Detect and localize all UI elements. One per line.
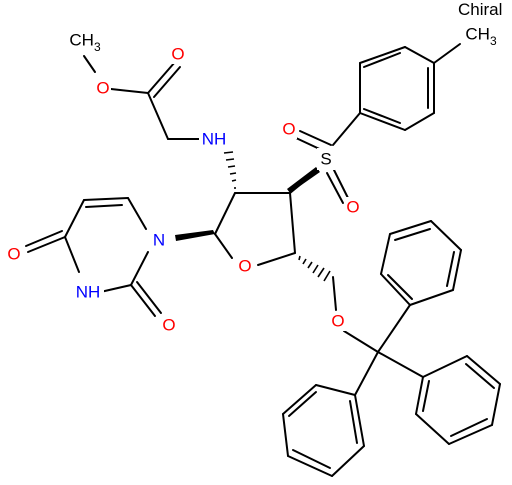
atom-methyl-ester: CH3 [69, 31, 101, 55]
sulfonyl-oxygen-bottom-label: O [346, 198, 359, 217]
uracil-n1-label: N [153, 231, 165, 250]
furanose-ring [214, 192, 296, 266]
atom-ester-o: O [95, 78, 111, 98]
trityl-phenyl-top [380, 220, 462, 306]
wedge-bond-uracil [175, 230, 215, 241]
atom-uracil-o2: O [161, 315, 177, 335]
methyl-ester-label: CH3 [69, 31, 101, 55]
atom-sulfonyl-o-top: O [281, 119, 297, 139]
tolyl-sulfonyl-bond [332, 112, 361, 146]
atom-nh: NH [199, 128, 229, 150]
chiral-flag: Chiral [458, 0, 502, 19]
atom-uracil-o4: O [6, 244, 22, 264]
wedge-bond-sulfonyl [287, 167, 320, 193]
ring-oxygen-label: O [238, 257, 251, 276]
trityl-oxygen-label: O [331, 312, 344, 331]
atom-carbonyl-o: O [170, 44, 186, 64]
atom-uracil-n1: N [150, 230, 168, 250]
atom-ring-o: O [237, 256, 253, 276]
uracil-o2-label: O [162, 316, 175, 335]
hashed-bond-ch2 [298, 255, 331, 282]
uracil-o4-label: O [7, 245, 20, 264]
sulfonyl-s-label: S [320, 150, 331, 169]
hashed-bond-nh [223, 151, 237, 189]
atom-sulfonyl-s: S [317, 148, 335, 170]
atom-trityl-o: O [330, 311, 346, 331]
sulfonyl-oxygen-top-label: O [282, 120, 295, 139]
trityl-phenyl-right [415, 355, 501, 445]
tolyl-ring [359, 46, 435, 131]
ester-oxygen-label: O [96, 79, 109, 98]
nh-label: NH [202, 130, 227, 149]
trityl-phenyl-bottom [282, 384, 365, 477]
uracil-n3h-label: NH [76, 283, 101, 302]
atom-tolyl-methyl: CH3 [465, 25, 497, 49]
tolyl-methyl-bond [433, 43, 461, 64]
atom-sulfonyl-o-bottom: O [345, 197, 361, 217]
tolyl-methyl-label: CH3 [465, 25, 497, 49]
atom-uracil-n3h: NH [72, 281, 104, 303]
carbonyl-oxygen-label: O [171, 45, 184, 64]
